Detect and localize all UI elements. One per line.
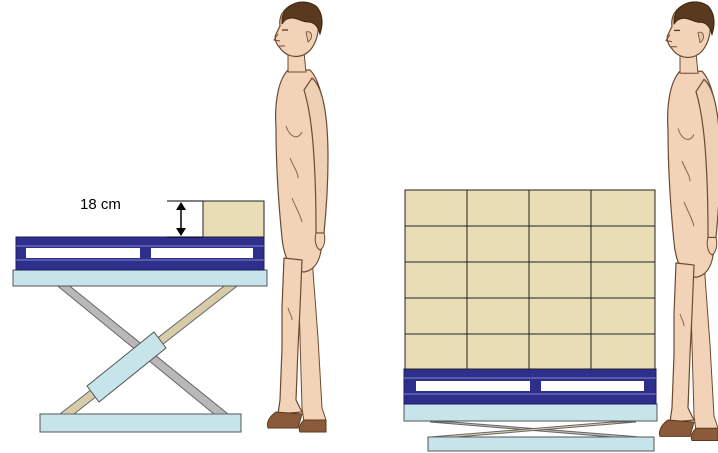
height-dimension-label: 18 cm — [80, 196, 121, 213]
stack-box — [591, 298, 655, 334]
stack-box — [591, 262, 655, 298]
stack-box — [529, 190, 591, 226]
left-person-icon — [267, 2, 328, 432]
right-top-platform — [404, 404, 657, 421]
stack-box — [591, 190, 655, 226]
left-pallet — [16, 237, 264, 270]
stack-box — [405, 334, 467, 369]
stack-box — [467, 190, 529, 226]
stack-box — [467, 226, 529, 262]
dim-arrow-down — [176, 228, 186, 236]
stack-box — [591, 226, 655, 262]
right-pallet — [404, 369, 656, 404]
stack-box — [405, 298, 467, 334]
stack-box — [591, 334, 655, 369]
right-person-icon — [659, 2, 718, 441]
stack-box — [529, 298, 591, 334]
stack-box — [405, 262, 467, 298]
stack-box — [529, 262, 591, 298]
right-lift-table — [404, 190, 657, 451]
stack-box — [467, 334, 529, 369]
left-top-platform — [13, 270, 267, 286]
right-box-stack — [405, 190, 655, 369]
stack-box — [405, 190, 467, 226]
stack-box — [467, 262, 529, 298]
stack-box — [529, 226, 591, 262]
left-base-plate — [40, 414, 241, 432]
left-lift-table — [13, 201, 267, 432]
right-base-plate — [428, 437, 654, 451]
stack-box — [467, 298, 529, 334]
stack-box — [529, 334, 591, 369]
left-box — [203, 201, 264, 237]
dim-arrow-up — [176, 202, 186, 210]
stack-box — [405, 226, 467, 262]
